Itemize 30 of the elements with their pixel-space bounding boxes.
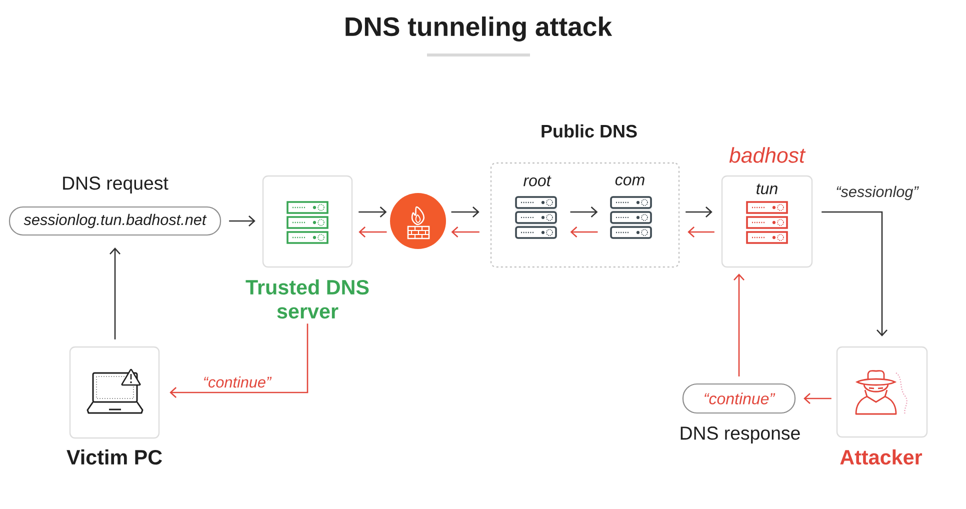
- box-label: Victim PC: [66, 449, 162, 465]
- node-label: DNS request: [63, 176, 168, 194]
- arrow: [822, 211, 888, 336]
- pill-box: sessionlog.tun.badhost.net: [8, 206, 222, 236]
- title: DNS tunneling attack: [346, 16, 612, 42]
- arrow: [451, 226, 480, 238]
- arrow: [688, 226, 714, 238]
- pill-box: “continue”: [682, 383, 796, 414]
- arrow: [804, 393, 832, 404]
- arrow: [570, 206, 598, 218]
- firewall-icon: [390, 193, 446, 249]
- host-label: badhost: [729, 147, 806, 163]
- box-label: Trusted DNS server: [246, 279, 369, 319]
- group-label: Public DNS: [542, 124, 637, 138]
- node-label: DNS response: [680, 426, 800, 444]
- server-label: root: [524, 176, 552, 186]
- edge-label: “sessionlog”: [834, 184, 920, 202]
- arrow: [734, 274, 744, 376]
- arrow: [110, 248, 120, 340]
- arrow: [229, 216, 256, 226]
- arrow: [686, 206, 712, 218]
- edge-label: “continue”: [200, 374, 274, 390]
- arrow: [570, 226, 598, 238]
- box-label: Attacker: [840, 449, 922, 465]
- arrow: [358, 226, 387, 238]
- server-label: tun: [756, 184, 778, 194]
- arrow: [358, 206, 387, 218]
- server-label: com: [615, 176, 644, 186]
- arrow: [170, 324, 308, 398]
- arrow: [451, 206, 480, 218]
